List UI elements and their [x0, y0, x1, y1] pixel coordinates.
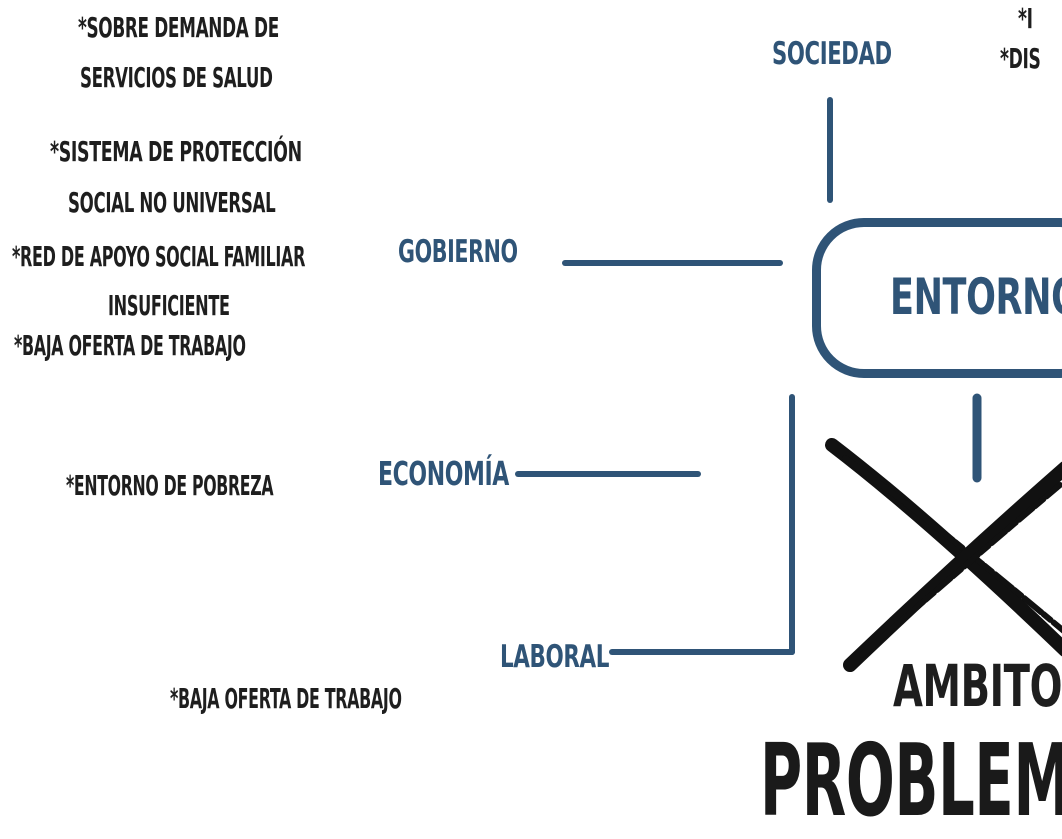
- note-top-right-line2: *DIS: [1000, 42, 1041, 75]
- category-laboral: Laboral: [500, 639, 610, 675]
- note-red-apoyo-line2: insuficiente: [108, 289, 230, 322]
- entorno-box: [812, 218, 1062, 378]
- note-sistema-line1: *Sistema de protección: [50, 135, 302, 168]
- note-top-right-line1: *I: [1018, 2, 1033, 35]
- category-sociedad: Sociedad: [772, 36, 892, 72]
- note-red-apoyo-line1: *Red de apoyo social familiar: [12, 240, 306, 273]
- problema-heading: Problema: [760, 722, 1062, 839]
- note-baja-oferta-gobierno: *Baja oferta de trabajo: [14, 329, 246, 362]
- category-economia: Economía: [378, 454, 509, 493]
- note-baja-oferta-laboral: *Baja oferta de trabajo: [170, 682, 402, 715]
- x-mark-icon: [825, 438, 1062, 672]
- note-entorno-pobreza: *Entorno de pobreza: [66, 469, 274, 502]
- category-gobierno: Gobierno: [398, 234, 518, 270]
- entorno-label: Entorno: [890, 268, 1062, 326]
- note-sobre-demanda-line1: *Sobre demanda de: [78, 11, 279, 44]
- note-sistema-line2: social no universal: [68, 186, 276, 219]
- note-sobre-demanda-line2: servicios de salud: [80, 61, 273, 94]
- ambitos-heading: Ambitos: [893, 652, 1062, 720]
